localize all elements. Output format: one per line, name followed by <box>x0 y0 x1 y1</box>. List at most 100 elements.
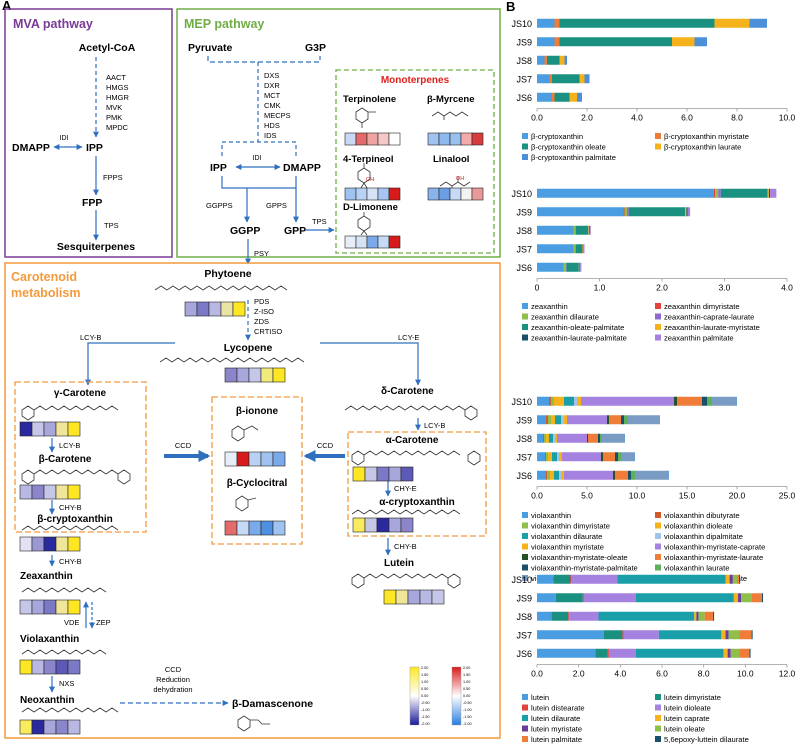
neoxanthin: Neoxanthin <box>20 695 74 706</box>
heatmap-limonene <box>344 235 401 249</box>
legend-label: zeaxanthin-laurate-myristate <box>664 323 760 332</box>
bar-segment <box>561 415 564 425</box>
heatmap-cell <box>55 719 69 735</box>
heatmap-alpha-carotene <box>352 466 414 482</box>
bar-segment <box>598 433 600 443</box>
4-terpineol: 4-Terpineol <box>343 154 394 165</box>
heatmap-cell <box>184 301 198 317</box>
heatmap-cell <box>67 421 81 437</box>
legend-label: zeaxanthin-laurate-palmitate <box>531 334 627 343</box>
svg-text:1.50: 1.50 <box>421 673 428 677</box>
heatmap-cell <box>43 421 57 437</box>
legend-swatch <box>522 522 528 529</box>
svg-text:MCT: MCT <box>264 91 281 100</box>
bar-segment <box>537 92 552 102</box>
heatmap-cell <box>260 520 274 536</box>
bar-segment <box>621 415 624 425</box>
category-label: JS10 <box>511 397 532 407</box>
svg-text:1.00: 1.00 <box>463 680 470 684</box>
bar-segment <box>554 37 560 47</box>
alpha-branch-box <box>347 431 487 537</box>
beta-damascenone: β-Damascenone <box>232 698 313 710</box>
heatmap-cell <box>55 599 69 615</box>
bar-segment <box>617 574 726 584</box>
heatmap-terpinolene <box>344 132 401 146</box>
bar-segment <box>567 415 607 425</box>
bar-segment <box>659 415 660 425</box>
tick-label: 4.0 <box>781 283 793 293</box>
bar-segment <box>618 452 621 462</box>
chy-b: CHY-B <box>59 503 82 512</box>
heatmap-cell <box>352 466 366 482</box>
heatmap-cell <box>19 659 33 675</box>
bar-segment <box>555 593 583 603</box>
heatmap-beta-cryptoxanthin <box>19 536 81 552</box>
heatmap-cell <box>19 536 33 552</box>
legend-label: zeaxanthin-caprate-laurate <box>664 313 754 322</box>
bar-segment <box>578 262 580 272</box>
tick-label: 25.0 <box>779 491 796 501</box>
bar-segment <box>565 262 567 272</box>
alpha-cryptoxanthin: α-cryptoxanthin <box>379 497 455 508</box>
legend-label: lutein myristate <box>531 725 582 734</box>
tick-label: 4.0 <box>631 113 643 123</box>
legend-label: violaxanthin-myristate-oleate <box>531 553 628 562</box>
legend-label: violaxanthin dipalmitate <box>664 532 743 541</box>
carotenoid-title-2: metabolism <box>11 286 80 300</box>
bar-segment <box>615 452 618 462</box>
legend-label: violaxanthin myristate <box>531 543 604 552</box>
bar-segment <box>537 593 556 603</box>
bar-segment <box>547 55 560 65</box>
bar-segment <box>725 574 730 584</box>
gamma-carotene: γ-Carotene <box>54 388 107 399</box>
heatmap-cell <box>236 520 250 536</box>
bar-segment <box>577 396 581 406</box>
bar-segment <box>694 37 707 47</box>
svg-text:DXS: DXS <box>264 71 279 80</box>
bar-segment <box>714 18 750 28</box>
volatiles-box <box>211 396 303 545</box>
heatmap-neoxanthin <box>19 719 81 735</box>
heatmap-cell <box>43 719 57 735</box>
legend-swatch <box>655 133 661 139</box>
bar-segment <box>553 433 555 443</box>
legend-label: lutein oleate <box>664 725 705 734</box>
heatmap-cell <box>236 451 250 467</box>
bar-segment <box>732 574 737 584</box>
sesquiterpenes: Sesquiterpenes <box>57 241 135 253</box>
legend-label: violaxanthin-myristate-laurate <box>664 553 763 562</box>
legend-label: β-cryptoxanthin laurate <box>664 143 741 152</box>
legend-swatch <box>522 736 528 742</box>
bar-segment <box>623 630 659 640</box>
heatmap-cell <box>220 301 234 317</box>
bar-segment <box>551 396 554 406</box>
legend-swatch <box>655 303 661 309</box>
bar-segment <box>584 74 590 84</box>
bar-segment <box>537 207 624 217</box>
heatmap-cell <box>67 484 81 500</box>
legend-label: zeaxanthin-oleate-palmitate <box>531 323 624 332</box>
bar-segment <box>587 433 588 443</box>
heatmap-cell <box>449 132 462 146</box>
bar-segment <box>575 225 589 235</box>
tick-label: 2.0 <box>573 669 585 679</box>
heatmap-cell <box>224 520 238 536</box>
mva-enzyme-list: AACT HMGS HMGR MVK PMK MPDC <box>106 73 129 132</box>
bar-segment <box>677 396 702 406</box>
bar-segment <box>564 396 574 406</box>
phytoene-structure <box>154 285 288 291</box>
category-label: JS7 <box>516 244 532 254</box>
heatmap-cell <box>438 132 451 146</box>
heatmap-cell <box>248 451 262 467</box>
chy-b-2: CHY-B <box>59 557 82 566</box>
monoterpene-structures <box>355 107 471 236</box>
heatmap-cell <box>55 421 69 437</box>
legend-label: violaxanthin-myristate-caprate <box>664 543 765 552</box>
tick-label: 10.0 <box>737 669 754 679</box>
bar-segment <box>727 648 731 658</box>
bar-segment <box>603 630 623 640</box>
bar-segment <box>559 37 672 47</box>
